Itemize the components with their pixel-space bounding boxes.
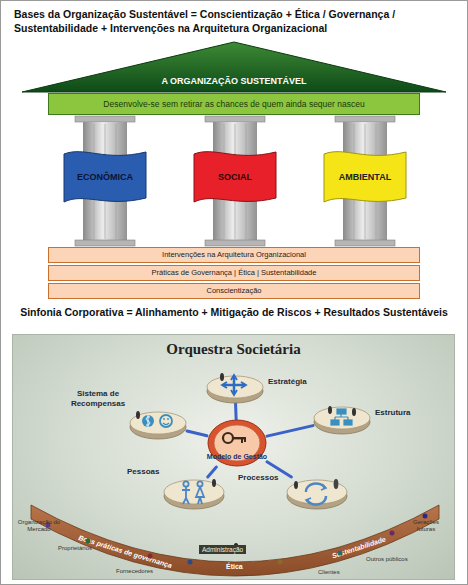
- spoke-connector: [187, 431, 207, 436]
- hub-circle: Modelo de Gestão: [207, 419, 267, 467]
- spoke-connector: [208, 467, 217, 477]
- instrument-platform: Processos: [286, 477, 348, 509]
- instrument-platform: Estrutura: [313, 404, 371, 434]
- node-label: Estratégia: [268, 377, 307, 387]
- platform-shape: [163, 477, 225, 509]
- section-heading: Sinfonia Corporativa = Alinhamento + Mit…: [10, 306, 458, 319]
- flag-banner: SOCIAL: [193, 148, 277, 206]
- node-label: Desenvolve-se sem retirar as chances de …: [49, 94, 419, 114]
- illustration-panel: Orquestra SocietáriaEstratégiaEstruturaS…: [12, 334, 455, 580]
- instrument-platform: Pessoas: [163, 477, 225, 509]
- node-label: SOCIAL: [193, 148, 277, 206]
- instrument-platform: Estratégia: [206, 373, 264, 403]
- platform-shape: [206, 373, 264, 403]
- node-label: Estrutura: [375, 408, 411, 418]
- foundation-band: Intervenções na Arquitetura Organizacion…: [48, 247, 420, 263]
- node-label: Boas práticas de governança: [66, 530, 184, 575]
- spoke-connector: [267, 426, 313, 437]
- figure-label: Fornecedores: [116, 568, 153, 575]
- platform-shape: [313, 404, 371, 434]
- platform-top: [130, 412, 186, 434]
- arc-band: [31, 505, 439, 576]
- platform-top: [207, 376, 263, 398]
- node-label: ECONÔMICA: [63, 148, 147, 206]
- pillar-base: [205, 240, 265, 246]
- node-label: Modelo de Gestão: [197, 452, 277, 461]
- platform-shape: [286, 477, 348, 509]
- figure-label: Ética: [226, 562, 243, 571]
- pillar-capital: [75, 116, 135, 122]
- platform-shape: [129, 409, 187, 439]
- node-label: Sistema de Recompensas: [69, 389, 127, 409]
- pillar-capital: [205, 116, 265, 122]
- node-label: Conscientização: [49, 284, 419, 298]
- foundation-band: Práticas de Governança | Ética | Sustent…: [48, 265, 420, 281]
- instrument-platform: Sistema de Recompensas: [129, 409, 187, 439]
- flag-banner: ECONÔMICA: [63, 148, 147, 206]
- beam-band: Desenvolve-se sem retirar as chances de …: [48, 93, 420, 115]
- figure-label: Outros públicos: [366, 556, 408, 563]
- platform-top: [164, 480, 224, 504]
- diagram-title: Bases da Organização Sustentável = Consc…: [14, 7, 456, 35]
- pillar-base: [335, 240, 395, 246]
- foundation-band: Conscientização: [48, 283, 420, 299]
- roof-triangle-fill: [22, 42, 446, 92]
- node-label: Orquestra Societária: [13, 340, 454, 358]
- flag-banner: AMBIENTAL: [323, 148, 407, 206]
- figure-label: Administração: [199, 545, 246, 554]
- figure-label: Gerações futuras: [404, 519, 448, 533]
- node-label: Intervenções na Arquitetura Organizacion…: [49, 248, 419, 262]
- node-label: Pessoas: [127, 467, 159, 477]
- pillar-capital: [335, 116, 395, 122]
- figure-label: Organização do Mercado: [16, 519, 62, 533]
- node-label: Práticas de Governança | Ética | Sustent…: [49, 266, 419, 280]
- platform-top: [314, 407, 370, 429]
- node-label: A ORGANIZAÇÃO SUSTENTÁVEL: [22, 76, 446, 87]
- pillar-base: [75, 240, 135, 246]
- node-label-secondary: Sustentabilidade: [300, 525, 417, 572]
- node-label: AMBIENTAL: [323, 148, 407, 206]
- figure-label: Proprietários: [58, 545, 92, 552]
- roof-triangle: A ORGANIZAÇÃO SUSTENTÁVEL: [22, 42, 446, 92]
- spoke-connector: [234, 403, 238, 419]
- node-label: Processos: [238, 473, 278, 483]
- figure-label: Clientes: [318, 569, 340, 576]
- spoke-connector: [267, 462, 291, 477]
- platform-top: [287, 480, 347, 504]
